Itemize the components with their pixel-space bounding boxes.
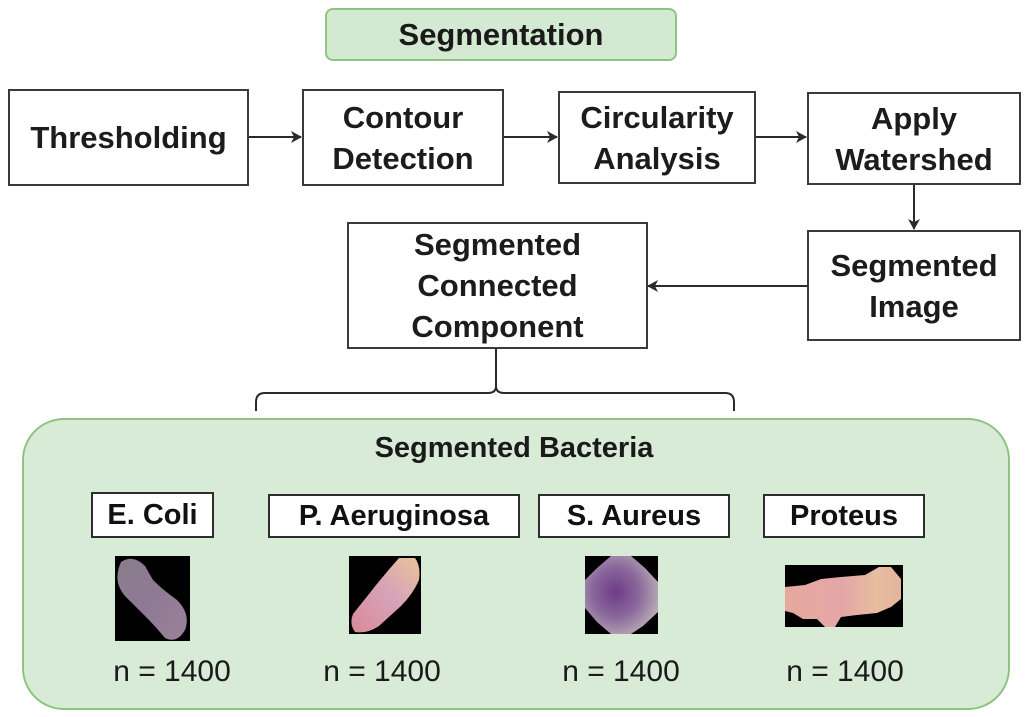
step-label: Segmented Connected Component (411, 227, 584, 344)
step-apply-watershed: Apply Watershed (807, 92, 1021, 185)
bacteria-count-e-coli: n = 1400 (113, 655, 231, 688)
bacteria-name: Proteus (790, 499, 898, 532)
bacteria-name: E. Coli (107, 498, 198, 531)
panel-title: Segmented Bacteria (374, 432, 654, 464)
bacteria-count-proteus: n = 1400 (786, 655, 904, 688)
segmentation-header: Segmentation (325, 8, 677, 61)
bacteria-name: P. Aeruginosa (298, 499, 490, 532)
step-label: Segmented Image (830, 247, 998, 324)
step-label: Contour Detection (332, 99, 474, 176)
step-label: Thresholding (30, 120, 227, 155)
bacteria-count-s-aureus: n = 1400 (562, 655, 680, 688)
step-contour-detection: Contour Detection (302, 89, 504, 186)
bacteria-image-p-aeruginosa (349, 556, 421, 634)
bacteria-label-proteus: Proteus (763, 494, 925, 538)
bacteria-name: S. Aureus (566, 499, 702, 532)
bacteria-image-s-aureus (585, 556, 658, 634)
bacteria-count-p-aeruginosa: n = 1400 (323, 655, 441, 688)
brace (255, 348, 735, 411)
step-label: Circularity Analysis (580, 99, 734, 176)
bacteria-label-e-coli: E. Coli (91, 492, 214, 538)
step-thresholding: Thresholding (8, 89, 249, 186)
step-segmented-image: Segmented Image (807, 230, 1021, 341)
bacteria-label-p-aeruginosa: P. Aeruginosa (268, 494, 520, 538)
step-circularity-analysis: Circularity Analysis (558, 91, 756, 184)
step-label: Apply Watershed (835, 100, 993, 177)
segmentation-title: Segmentation (398, 16, 604, 52)
bacteria-label-s-aureus: S. Aureus (538, 494, 730, 538)
bacteria-image-e-coli (115, 556, 190, 641)
step-segmented-connected-component: Segmented Connected Component (347, 222, 648, 349)
bacteria-image-proteus (785, 565, 903, 627)
